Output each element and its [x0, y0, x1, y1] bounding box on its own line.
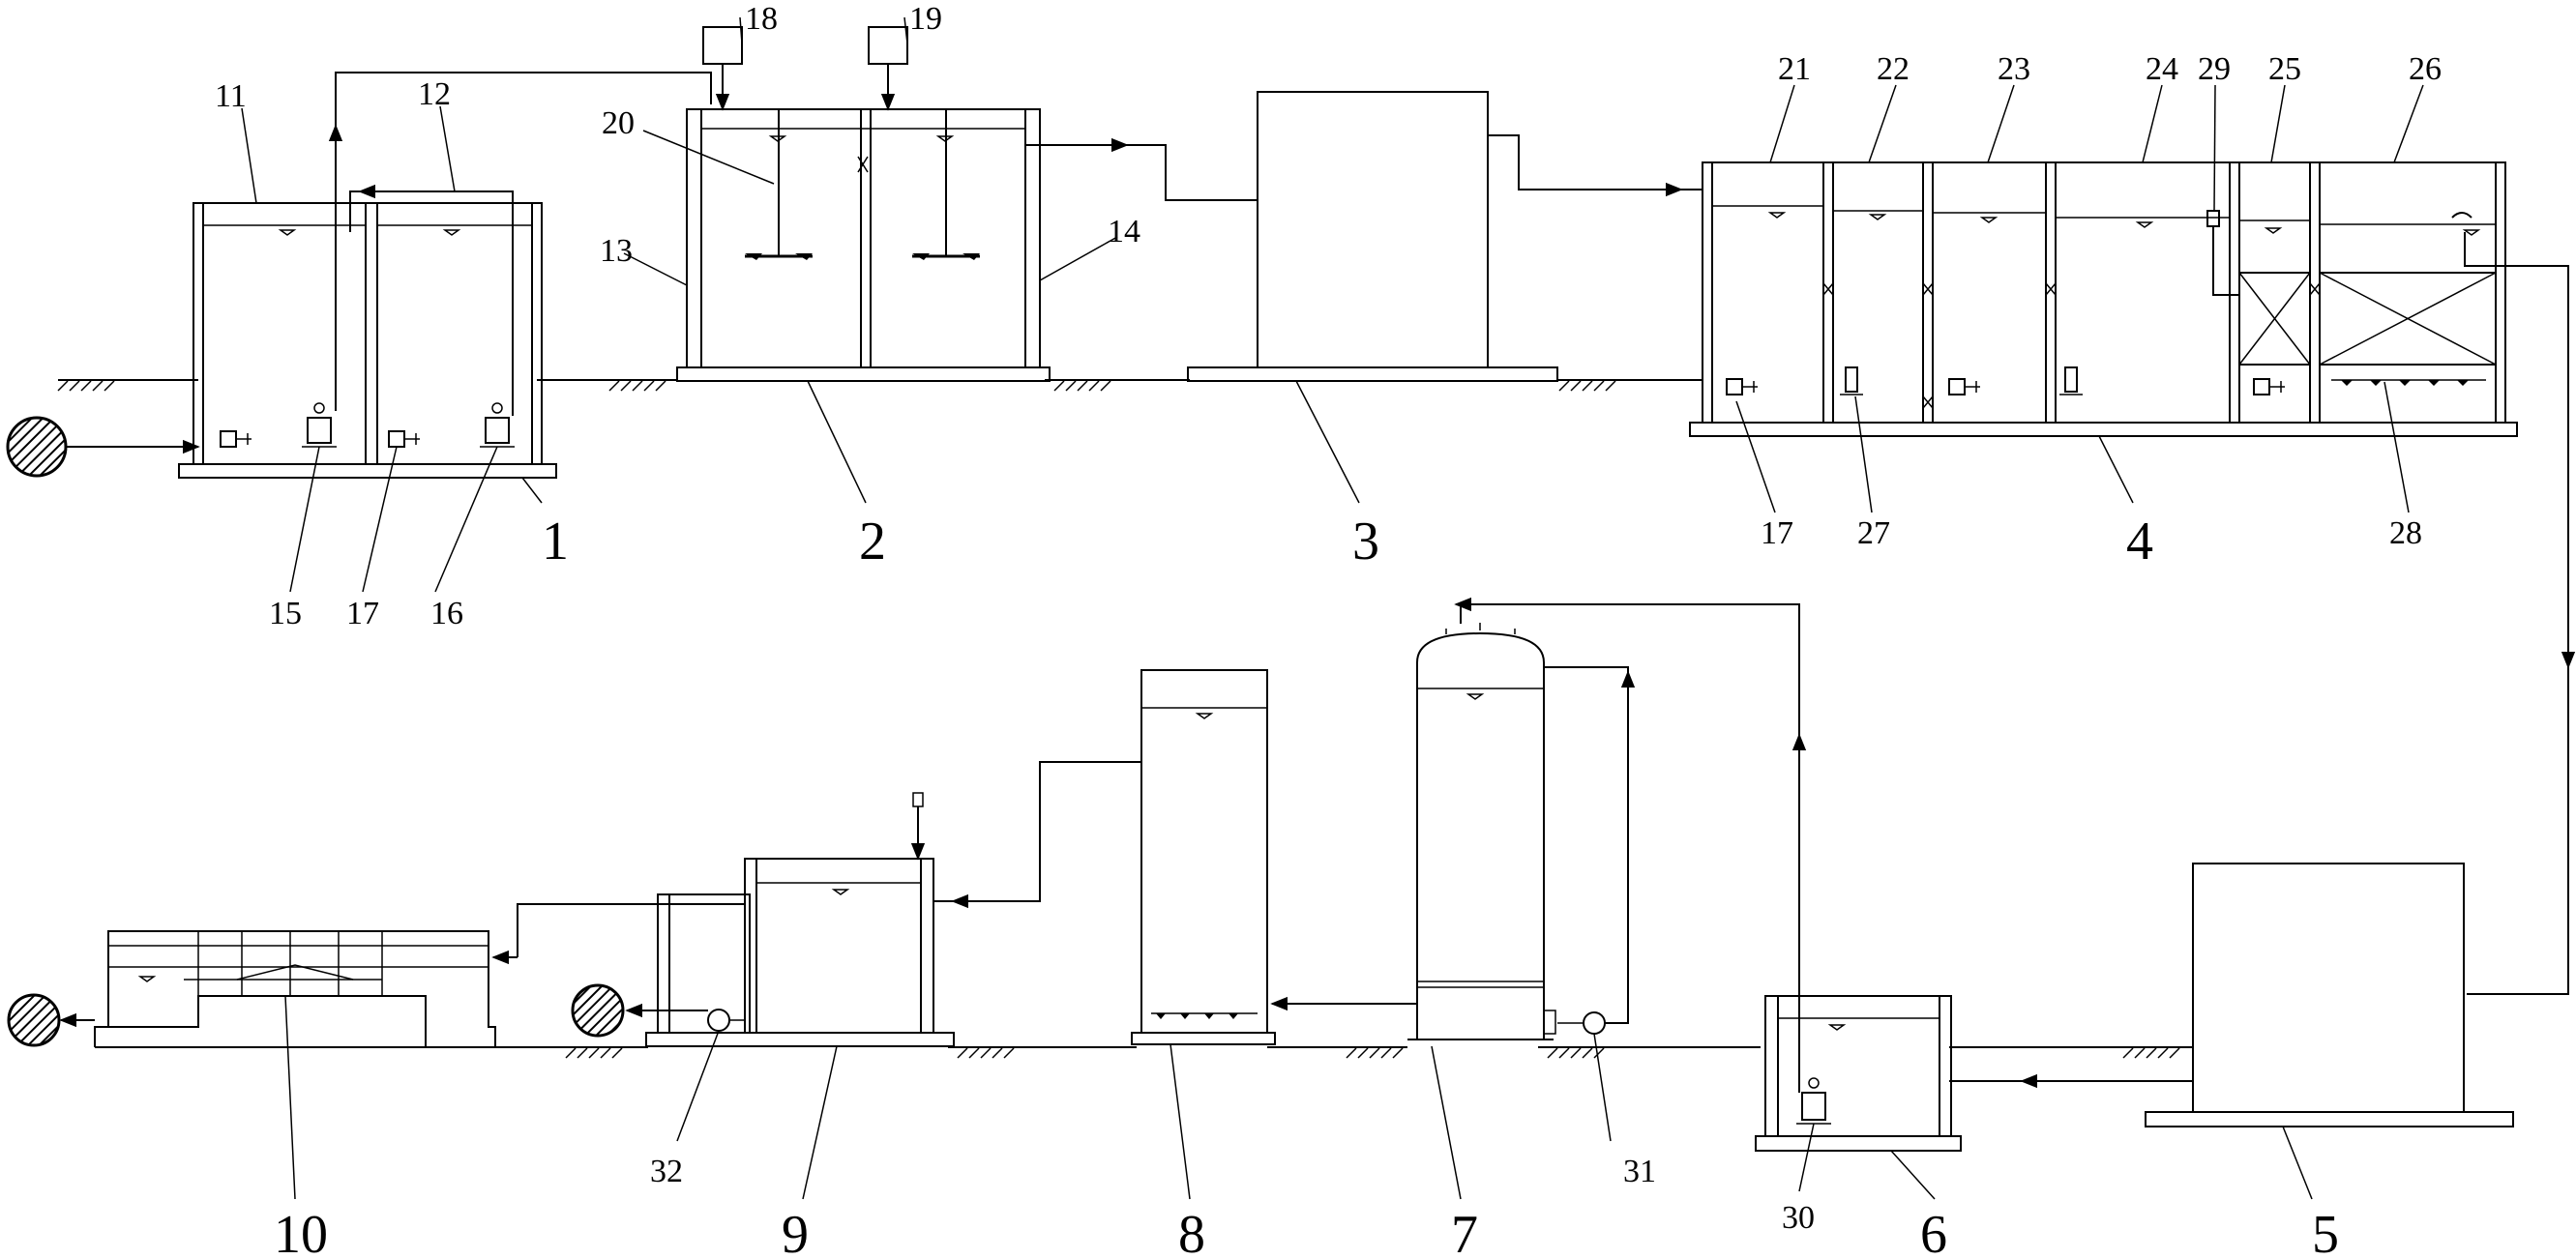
mixer-23-icon [1948, 378, 1980, 395]
label-25: 25 [2268, 51, 2301, 87]
label-18: 18 [745, 1, 778, 37]
unit-6-tank [1755, 995, 1962, 1152]
label-26: 26 [2409, 51, 2442, 87]
label-19: 19 [909, 1, 942, 37]
label-27: 27 [1857, 515, 1890, 551]
label-6: 6 [1920, 1205, 1947, 1259]
labels: 11 12 13 14 15 16 17 17 18 19 20 21 22 2… [215, 1, 2442, 1259]
outlet-9-icon [571, 983, 625, 1038]
label-28: 28 [2389, 515, 2422, 551]
unit-4-tank [1689, 161, 2518, 437]
label-32: 32 [650, 1154, 683, 1189]
mixer-25-icon [2253, 378, 2285, 395]
inlet-source-icon [6, 416, 68, 478]
label-5: 5 [2312, 1205, 2339, 1259]
agitator-20-icon [745, 109, 813, 260]
label-29: 29 [2198, 51, 2231, 87]
label-21: 21 [1778, 51, 1811, 87]
label-20: 20 [602, 105, 635, 141]
unit-9-tank [645, 858, 955, 1047]
pipe-2-to-3 [1025, 144, 1258, 201]
label-7: 7 [1451, 1205, 1478, 1259]
label-9: 9 [782, 1205, 809, 1259]
label-24: 24 [2146, 51, 2178, 87]
pump-24-icon [2059, 366, 2083, 395]
pump-31-icon [1543, 1010, 1606, 1035]
unit-1-tank [178, 202, 557, 479]
dosing-point-9-icon [910, 792, 926, 861]
outlet-weir-26 [2451, 212, 2472, 219]
label-16: 16 [430, 596, 463, 631]
pipe-31-to-7 [1544, 666, 1629, 1024]
label-2: 2 [859, 512, 886, 571]
mixer-17b-icon [388, 430, 420, 448]
label-22: 22 [1877, 51, 1910, 87]
label-30: 30 [1782, 1200, 1815, 1236]
label-14: 14 [1108, 214, 1140, 249]
pipe-4-to-5 [2464, 232, 2569, 995]
dosing-box-19 [868, 26, 908, 111]
label-11: 11 [215, 78, 247, 114]
label-12: 12 [418, 76, 451, 112]
label-4: 4 [2126, 512, 2153, 571]
pipe-15-to-2 [335, 72, 712, 411]
label-10: 10 [274, 1205, 328, 1259]
label-1: 1 [542, 512, 569, 571]
label-17-unit4: 17 [1761, 515, 1793, 551]
mixer-17-unit4-icon [1726, 378, 1758, 395]
airlift-29-icon [2206, 210, 2239, 296]
label-31: 31 [1623, 1154, 1656, 1189]
leader-lines [241, 16, 2424, 1200]
unit-5-box [2145, 863, 2514, 1127]
unit-7-vessel [1407, 623, 1554, 1040]
pipe-3-to-4 [1488, 134, 1703, 190]
label-23: 23 [1998, 51, 2030, 87]
unit-8-column [1131, 669, 1276, 1045]
ground-hatch-marks [57, 380, 1616, 392]
pipe-9-to-10 [517, 903, 745, 957]
ground-hatch-marks-bottom [565, 1047, 2180, 1059]
label-17-unit1: 17 [346, 596, 379, 631]
pump-16-icon [480, 402, 515, 448]
label-13: 13 [600, 233, 633, 269]
pump-32-icon [707, 1009, 745, 1032]
label-3: 3 [1352, 512, 1379, 571]
pump-30-icon [1796, 1077, 1831, 1125]
pump-27-icon [1840, 366, 1863, 395]
unit-10-channel [94, 930, 496, 1048]
pump-15-icon [302, 402, 337, 448]
pipe-8-to-9 [933, 761, 1141, 902]
unit-3-box [1187, 91, 1558, 382]
pipe-6-to-7 [1460, 603, 1800, 1093]
unit-2-tank [676, 108, 1051, 382]
label-15: 15 [269, 596, 302, 631]
dosing-box-18 [702, 26, 743, 111]
outlet-10-icon [7, 993, 61, 1047]
mixer-17a-icon [220, 430, 252, 448]
label-8: 8 [1178, 1205, 1205, 1259]
agitator-14-icon [912, 109, 980, 260]
